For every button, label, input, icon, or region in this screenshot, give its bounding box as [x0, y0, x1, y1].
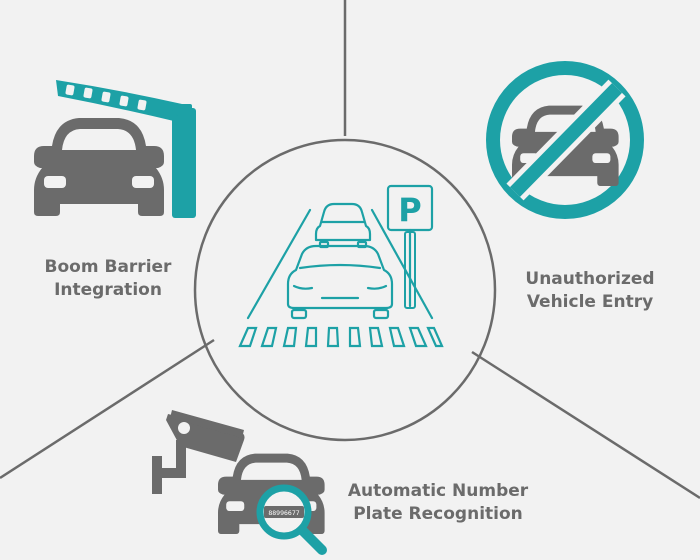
- label-boom-line1: Boom Barrier: [44, 257, 172, 277]
- divider-right: [471, 350, 700, 500]
- center-circle: [193, 138, 497, 442]
- label-unauth-line1: Unauthorized: [525, 269, 655, 289]
- parking-lane-icon: [246, 184, 434, 320]
- camera-plate-search-icon: [152, 410, 327, 555]
- no-car-icon: [486, 61, 644, 219]
- plate-number-text: 88996677: [268, 509, 299, 517]
- label-unauthorized-entry: Unauthorized Vehicle Entry: [500, 268, 680, 314]
- label-boom-line2: Integration: [54, 280, 162, 300]
- divider-lines: [0, 0, 700, 500]
- divider-left: [0, 338, 215, 480]
- label-unauth-line2: Vehicle Entry: [526, 292, 654, 312]
- label-boom-barrier: Boom Barrier Integration: [28, 256, 188, 302]
- crosswalk: [238, 326, 444, 348]
- label-anpr-line2: Plate Recognition: [353, 504, 523, 524]
- parking-sign-letter: P: [398, 191, 421, 229]
- boom-barrier-icon: [34, 80, 196, 218]
- label-anpr-line1: Automatic Number: [347, 481, 529, 501]
- label-anpr: Automatic Number Plate Recognition: [340, 480, 536, 526]
